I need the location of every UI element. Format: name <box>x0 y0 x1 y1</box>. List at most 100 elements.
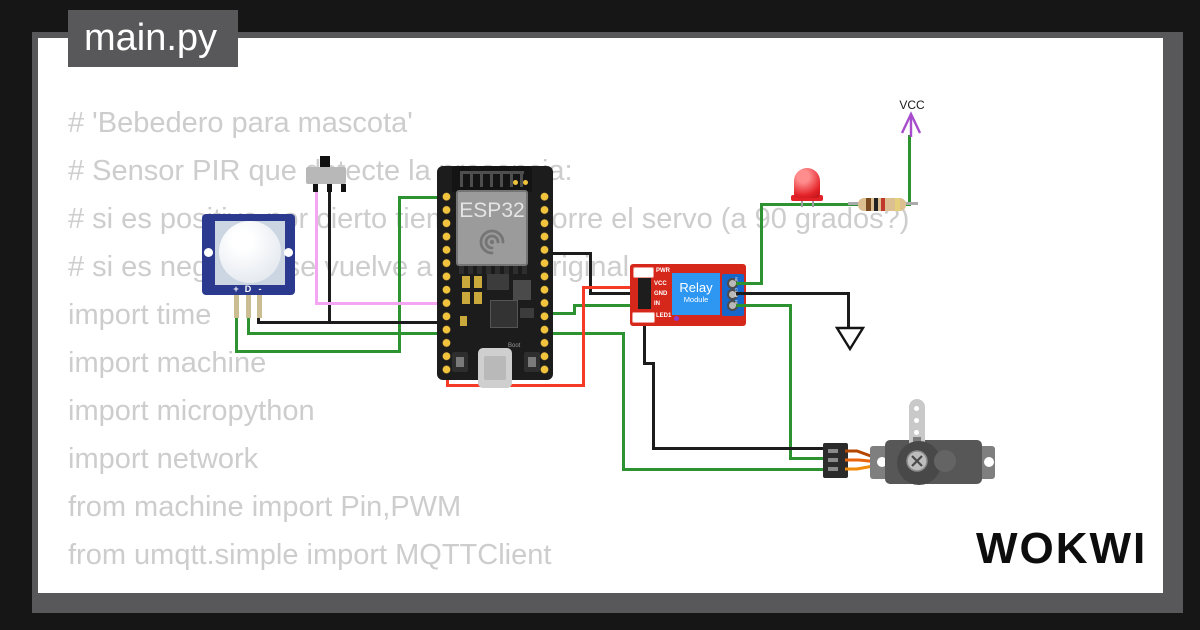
pir-pin-label: - <box>258 284 262 294</box>
component-detail <box>513 280 531 300</box>
led-leg <box>801 196 803 207</box>
pir-pin-label: + <box>233 284 239 294</box>
pir-pin <box>246 295 251 318</box>
code-line: from machine import Pin,PWM <box>68 491 462 523</box>
servo-horn-hole <box>914 430 919 435</box>
led-leg <box>812 196 814 207</box>
wire-green-segment <box>552 312 576 315</box>
wire-black-segment <box>589 292 633 295</box>
esp32-pin-header-right <box>538 190 551 376</box>
component-detail <box>520 308 534 318</box>
wire-black-segment <box>328 186 331 324</box>
servo-horn-hole <box>914 418 919 423</box>
servo-mount-hole <box>984 457 994 467</box>
wire-green-segment <box>573 304 632 307</box>
connector-pin <box>828 449 838 453</box>
pir-dome-lens <box>219 221 281 283</box>
boot-button-cap <box>528 357 536 367</box>
wire-black-segment <box>652 362 655 450</box>
wire-green-segment <box>736 304 792 307</box>
code-line: import micropython <box>68 395 315 427</box>
ground-symbol-icon <box>835 326 865 352</box>
wire-black-segment <box>643 362 655 365</box>
servo-screw-icon <box>906 450 928 472</box>
wire-black-segment <box>652 447 826 450</box>
wire-black-segment <box>643 297 646 365</box>
wire-black-segment <box>552 252 592 255</box>
resistor-lead <box>848 202 860 205</box>
resistor-band <box>895 198 900 211</box>
usb-connector-inner <box>484 356 506 380</box>
servo-mount-hole <box>877 457 887 467</box>
servo-gear-secondary <box>934 450 956 472</box>
resistor-band <box>874 198 878 211</box>
wire-green-segment <box>622 332 625 471</box>
component-detail <box>474 292 482 304</box>
component-detail <box>462 292 470 304</box>
esp32-shield <box>456 190 528 266</box>
boot-label: Boot <box>508 343 521 349</box>
component-detail <box>487 274 509 290</box>
relay-subtitle: Module <box>683 295 709 304</box>
wire-pink-segment <box>315 186 318 305</box>
relay-block: Relay Module <box>672 273 720 315</box>
component-detail <box>674 316 679 321</box>
tab-label: main.py <box>84 17 218 59</box>
wire-green-segment <box>736 282 763 285</box>
pir-pin-label: D <box>244 284 252 294</box>
wire-red-segment <box>582 286 585 387</box>
code-line: import network <box>68 443 259 475</box>
relay-led-label: LED1 <box>656 313 672 319</box>
wire-red-segment <box>446 375 449 387</box>
espressif-swirl-icon <box>479 229 505 255</box>
wire-green-segment <box>622 468 828 471</box>
servo-horn-base <box>913 437 921 443</box>
component-detail <box>474 276 482 288</box>
wire-black-segment <box>257 316 260 324</box>
wire-green-segment <box>398 196 447 199</box>
vcc-symbol-icon <box>900 111 922 137</box>
relay-led-label: PWR <box>656 268 670 274</box>
pir-pin <box>257 295 262 318</box>
wire-red-segment <box>582 286 633 289</box>
relay-pin-label: VCC <box>654 281 667 287</box>
wire-green-segment <box>235 350 401 353</box>
code-line: import time <box>68 299 212 331</box>
relay-pin-header <box>638 278 651 309</box>
vcc-label: VCC <box>899 98 925 112</box>
wire-green-segment <box>552 332 625 335</box>
esp32-antenna <box>452 166 532 192</box>
connector-pin <box>828 458 838 462</box>
wire-black-segment <box>847 292 850 328</box>
shield-castellation <box>459 266 527 274</box>
switch-pin <box>341 184 346 192</box>
code-line: import machine <box>68 347 267 379</box>
resistor-band <box>866 198 871 211</box>
wire-green-segment <box>573 304 576 315</box>
wire-black-segment <box>589 252 592 295</box>
esp32-pin-header-left <box>440 190 453 376</box>
wire-green-segment <box>789 457 828 460</box>
wire-green-segment <box>235 316 238 353</box>
resistor-lead <box>904 202 918 205</box>
relay-pin-label: IN <box>654 301 660 307</box>
esp32-label: ESP32 <box>459 199 525 222</box>
component-detail <box>462 276 470 288</box>
antenna-pattern <box>460 171 524 187</box>
relay-pin-label: GND <box>654 291 668 297</box>
red-led-bulb <box>794 168 820 198</box>
red-led <box>791 195 823 201</box>
relay-status-led <box>632 312 655 323</box>
wire-red-segment <box>446 384 585 387</box>
wire-green-segment <box>247 332 447 335</box>
wire-black-segment <box>736 292 850 295</box>
board-pad <box>513 180 518 185</box>
board-pad <box>523 180 528 185</box>
code-line: from umqtt.simple import MQTTClient <box>68 539 552 571</box>
switch-pin <box>327 184 332 192</box>
pir-mounting-hole <box>204 248 213 257</box>
component-detail <box>460 316 467 326</box>
wire-green-segment <box>247 316 250 335</box>
wire-black-segment <box>257 321 450 324</box>
